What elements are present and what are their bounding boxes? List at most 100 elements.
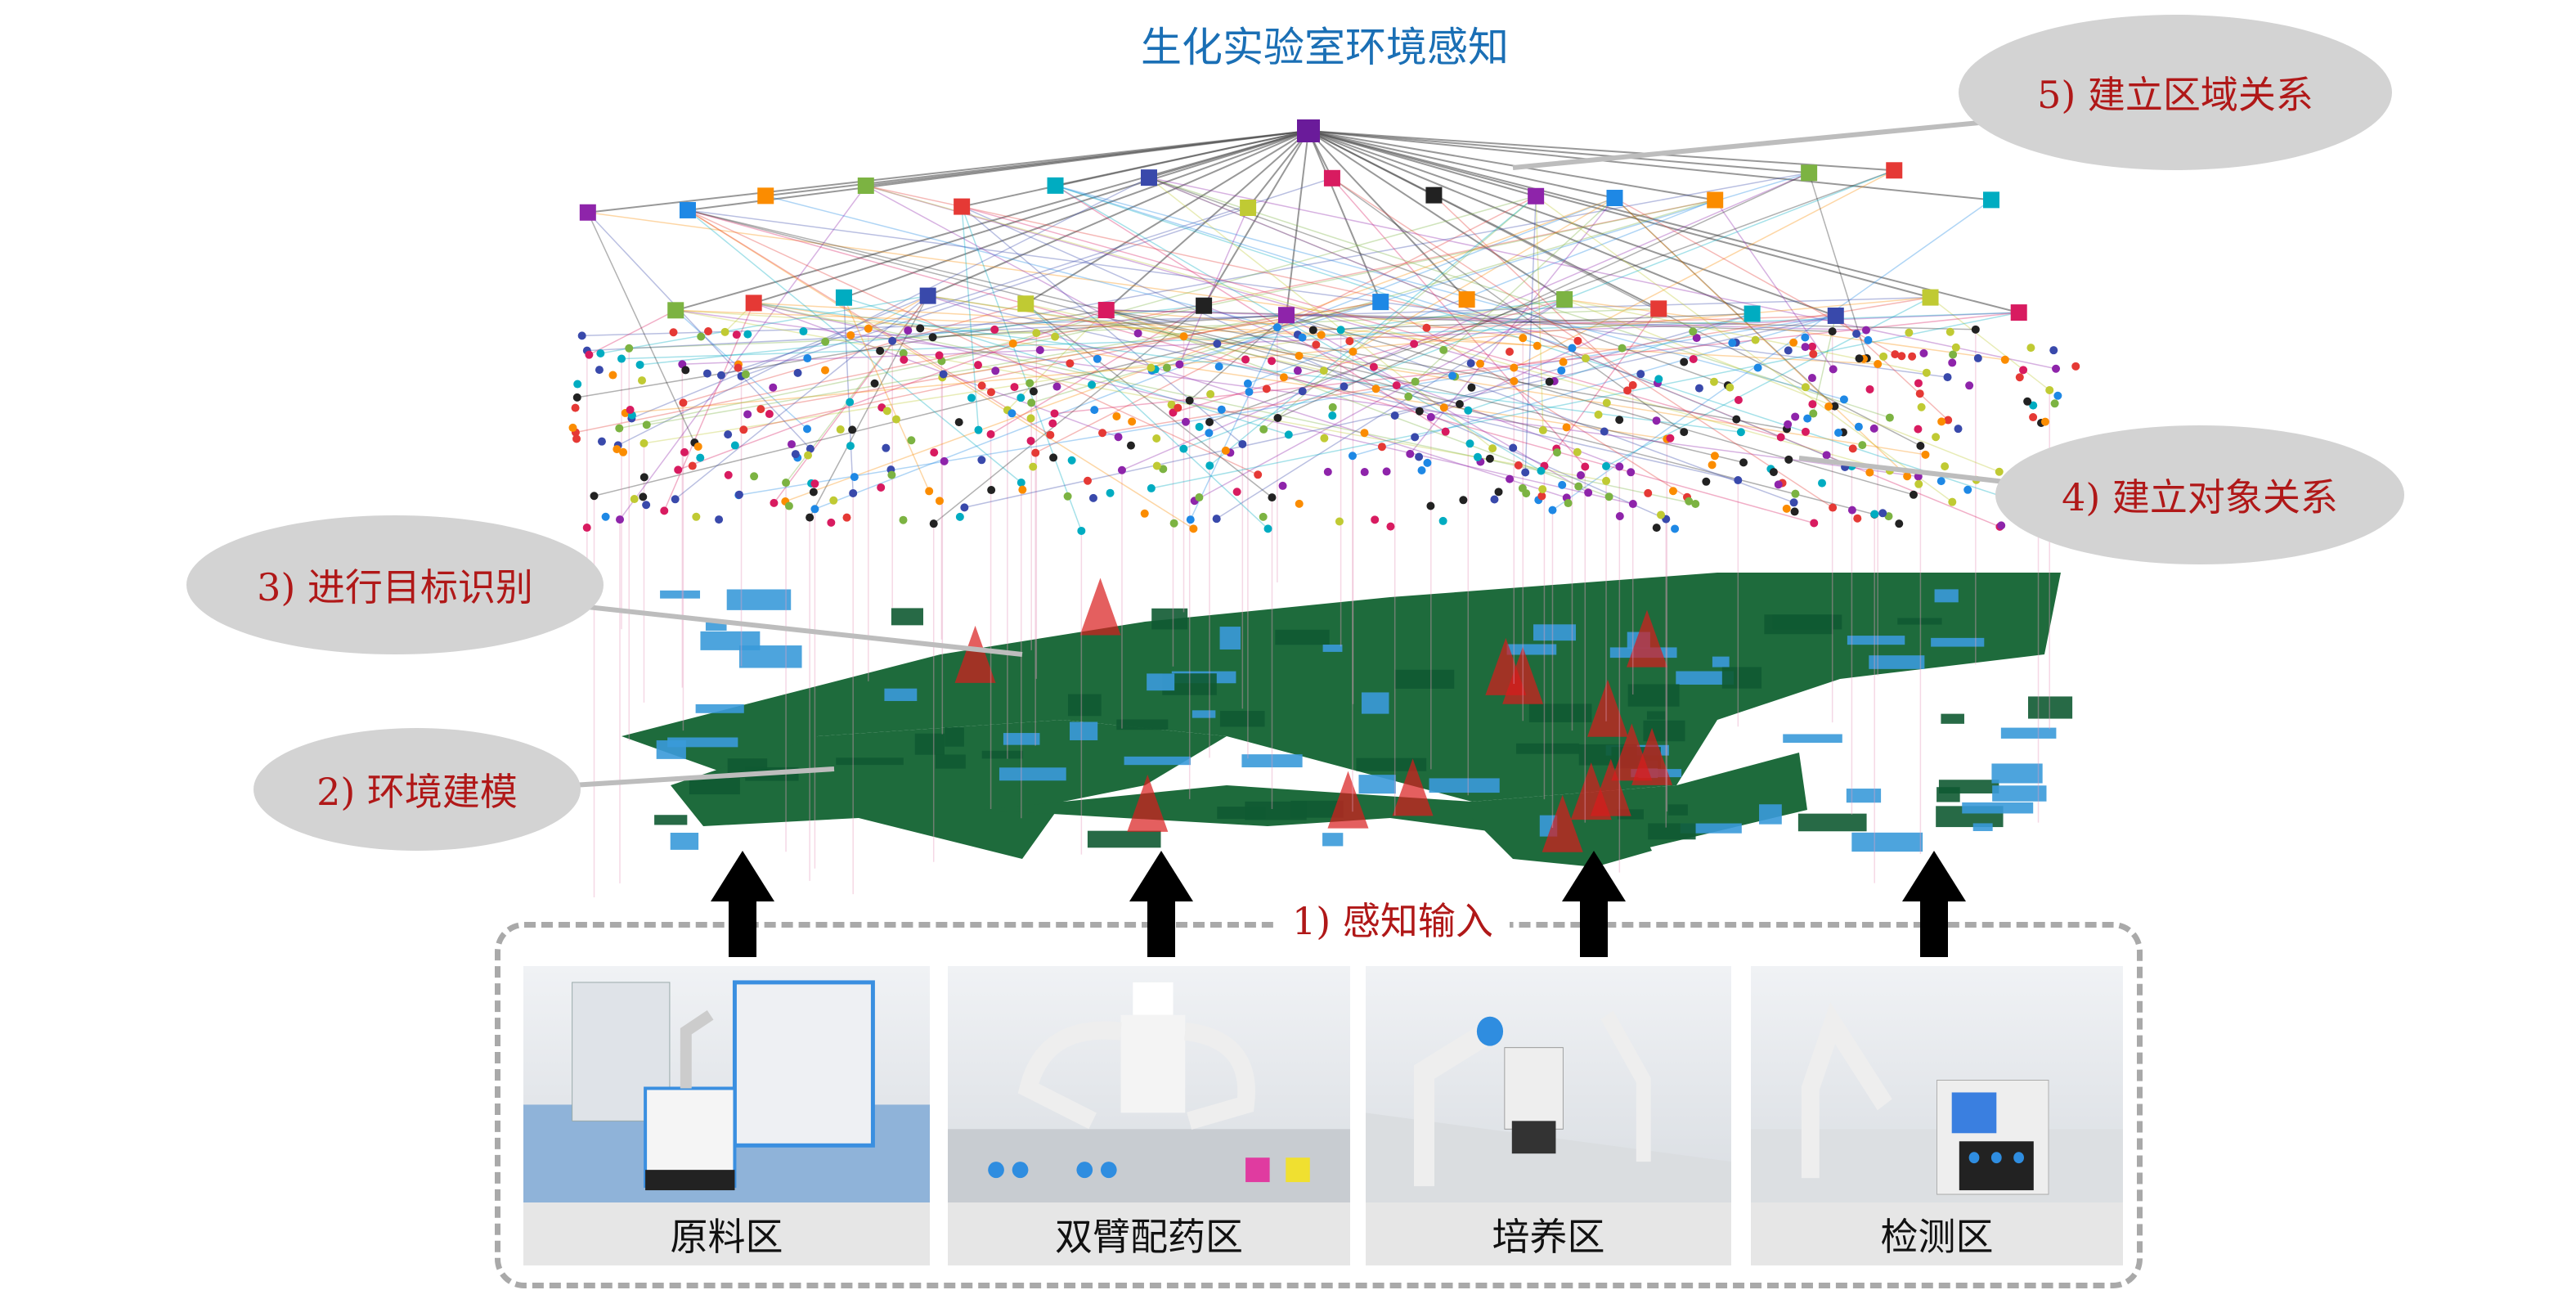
object-node xyxy=(1410,339,1419,348)
object-node xyxy=(1175,360,1184,369)
region-edge xyxy=(1203,130,1309,307)
object-node xyxy=(987,486,996,495)
object-edge xyxy=(644,299,1565,444)
object-node xyxy=(1790,507,1799,516)
object-edge xyxy=(1178,207,1249,365)
region-edge xyxy=(1106,130,1309,311)
object-node xyxy=(1205,461,1214,470)
object-node xyxy=(821,337,830,346)
object-node xyxy=(1098,429,1107,438)
object-node xyxy=(702,369,711,378)
object-node xyxy=(1052,382,1061,391)
object-edge xyxy=(1203,305,1620,468)
object-node xyxy=(1558,480,1567,489)
map-patch xyxy=(1897,618,1942,625)
scene-graph-nodes xyxy=(568,119,2082,535)
region-edge xyxy=(1247,130,1309,209)
object-node xyxy=(991,366,1000,375)
object-node xyxy=(1335,517,1344,526)
object-edge xyxy=(941,196,1537,362)
object-node xyxy=(1581,462,1590,471)
map-patch xyxy=(1356,757,1427,771)
object-node xyxy=(1782,504,1791,513)
step3-label: 3) 进行目标识别 xyxy=(257,565,533,609)
object-node xyxy=(1574,482,1583,491)
object-node xyxy=(681,366,690,375)
map-patch xyxy=(1124,756,1192,766)
object-node xyxy=(1273,414,1282,423)
region-node xyxy=(1097,302,1115,319)
object-node xyxy=(1891,350,1900,359)
map-patch xyxy=(1070,721,1098,740)
object-node xyxy=(1152,434,1161,443)
object-node xyxy=(1652,416,1661,425)
object-node xyxy=(1652,524,1661,533)
object-node xyxy=(1509,443,1518,452)
object-node xyxy=(1809,349,1818,358)
step4-label: 4) 建立对象关系 xyxy=(2062,475,2338,519)
object-edge xyxy=(843,297,1290,436)
object-node xyxy=(955,512,964,521)
object-node xyxy=(803,425,812,434)
object-node xyxy=(1839,395,1848,404)
object-node xyxy=(1128,417,1137,426)
object-edge xyxy=(687,209,1051,436)
object-node xyxy=(1263,524,1272,533)
map-patch xyxy=(1962,802,2034,814)
object-node xyxy=(1708,461,1717,470)
object-node xyxy=(1753,363,1762,372)
map-patch xyxy=(1759,804,1782,825)
object-edge xyxy=(1194,299,1565,501)
object-node xyxy=(793,368,802,377)
object-node xyxy=(1159,465,1168,474)
map-patch xyxy=(914,733,945,755)
object-node xyxy=(1954,425,1963,434)
object-edge xyxy=(675,309,1919,478)
object-node xyxy=(1861,326,1870,335)
region-node xyxy=(1801,164,1818,182)
map-patch xyxy=(1322,645,1343,652)
object-node xyxy=(1689,327,1698,336)
zone-label: 双臂配药区 xyxy=(1055,1214,1243,1259)
object-edge xyxy=(687,209,1194,529)
object-node xyxy=(1243,379,1252,388)
object-node xyxy=(990,325,999,334)
object-edge xyxy=(1468,312,1752,411)
object-node xyxy=(1848,444,1857,453)
object-edge xyxy=(1055,185,1447,433)
object-node xyxy=(1063,492,1072,501)
object-node xyxy=(1514,461,1523,470)
object-node xyxy=(1133,329,1142,338)
object-node xyxy=(1206,389,1215,398)
object-edge xyxy=(927,294,1567,499)
object-node xyxy=(1865,384,1874,393)
map-patch xyxy=(836,757,904,766)
map-patch xyxy=(1846,789,1882,803)
object-node xyxy=(1615,462,1624,471)
object-detection-cone xyxy=(1502,646,1544,704)
object-node xyxy=(693,442,702,451)
object-node xyxy=(899,348,908,357)
object-node xyxy=(1602,461,1611,470)
object-node xyxy=(630,495,639,504)
relation-edges xyxy=(575,130,2057,898)
object-edge xyxy=(629,308,1659,349)
map-patch xyxy=(700,631,761,650)
object-node xyxy=(741,370,750,379)
object-node xyxy=(1692,334,1701,343)
object-edge xyxy=(1353,197,1615,353)
object-node xyxy=(1808,400,1817,409)
object-node xyxy=(1584,488,1593,497)
object-node xyxy=(1308,326,1317,335)
object-node xyxy=(2045,385,2054,394)
object-edge xyxy=(687,209,1259,475)
object-node xyxy=(1510,363,1519,372)
region-node xyxy=(757,187,774,205)
region-edge xyxy=(927,130,1309,297)
object-node xyxy=(1186,515,1195,524)
object-node xyxy=(1114,433,1123,442)
region-edge xyxy=(1308,130,1992,201)
map-patch xyxy=(1361,692,1389,714)
object-node xyxy=(1865,468,1874,477)
region-node xyxy=(1707,191,1724,209)
